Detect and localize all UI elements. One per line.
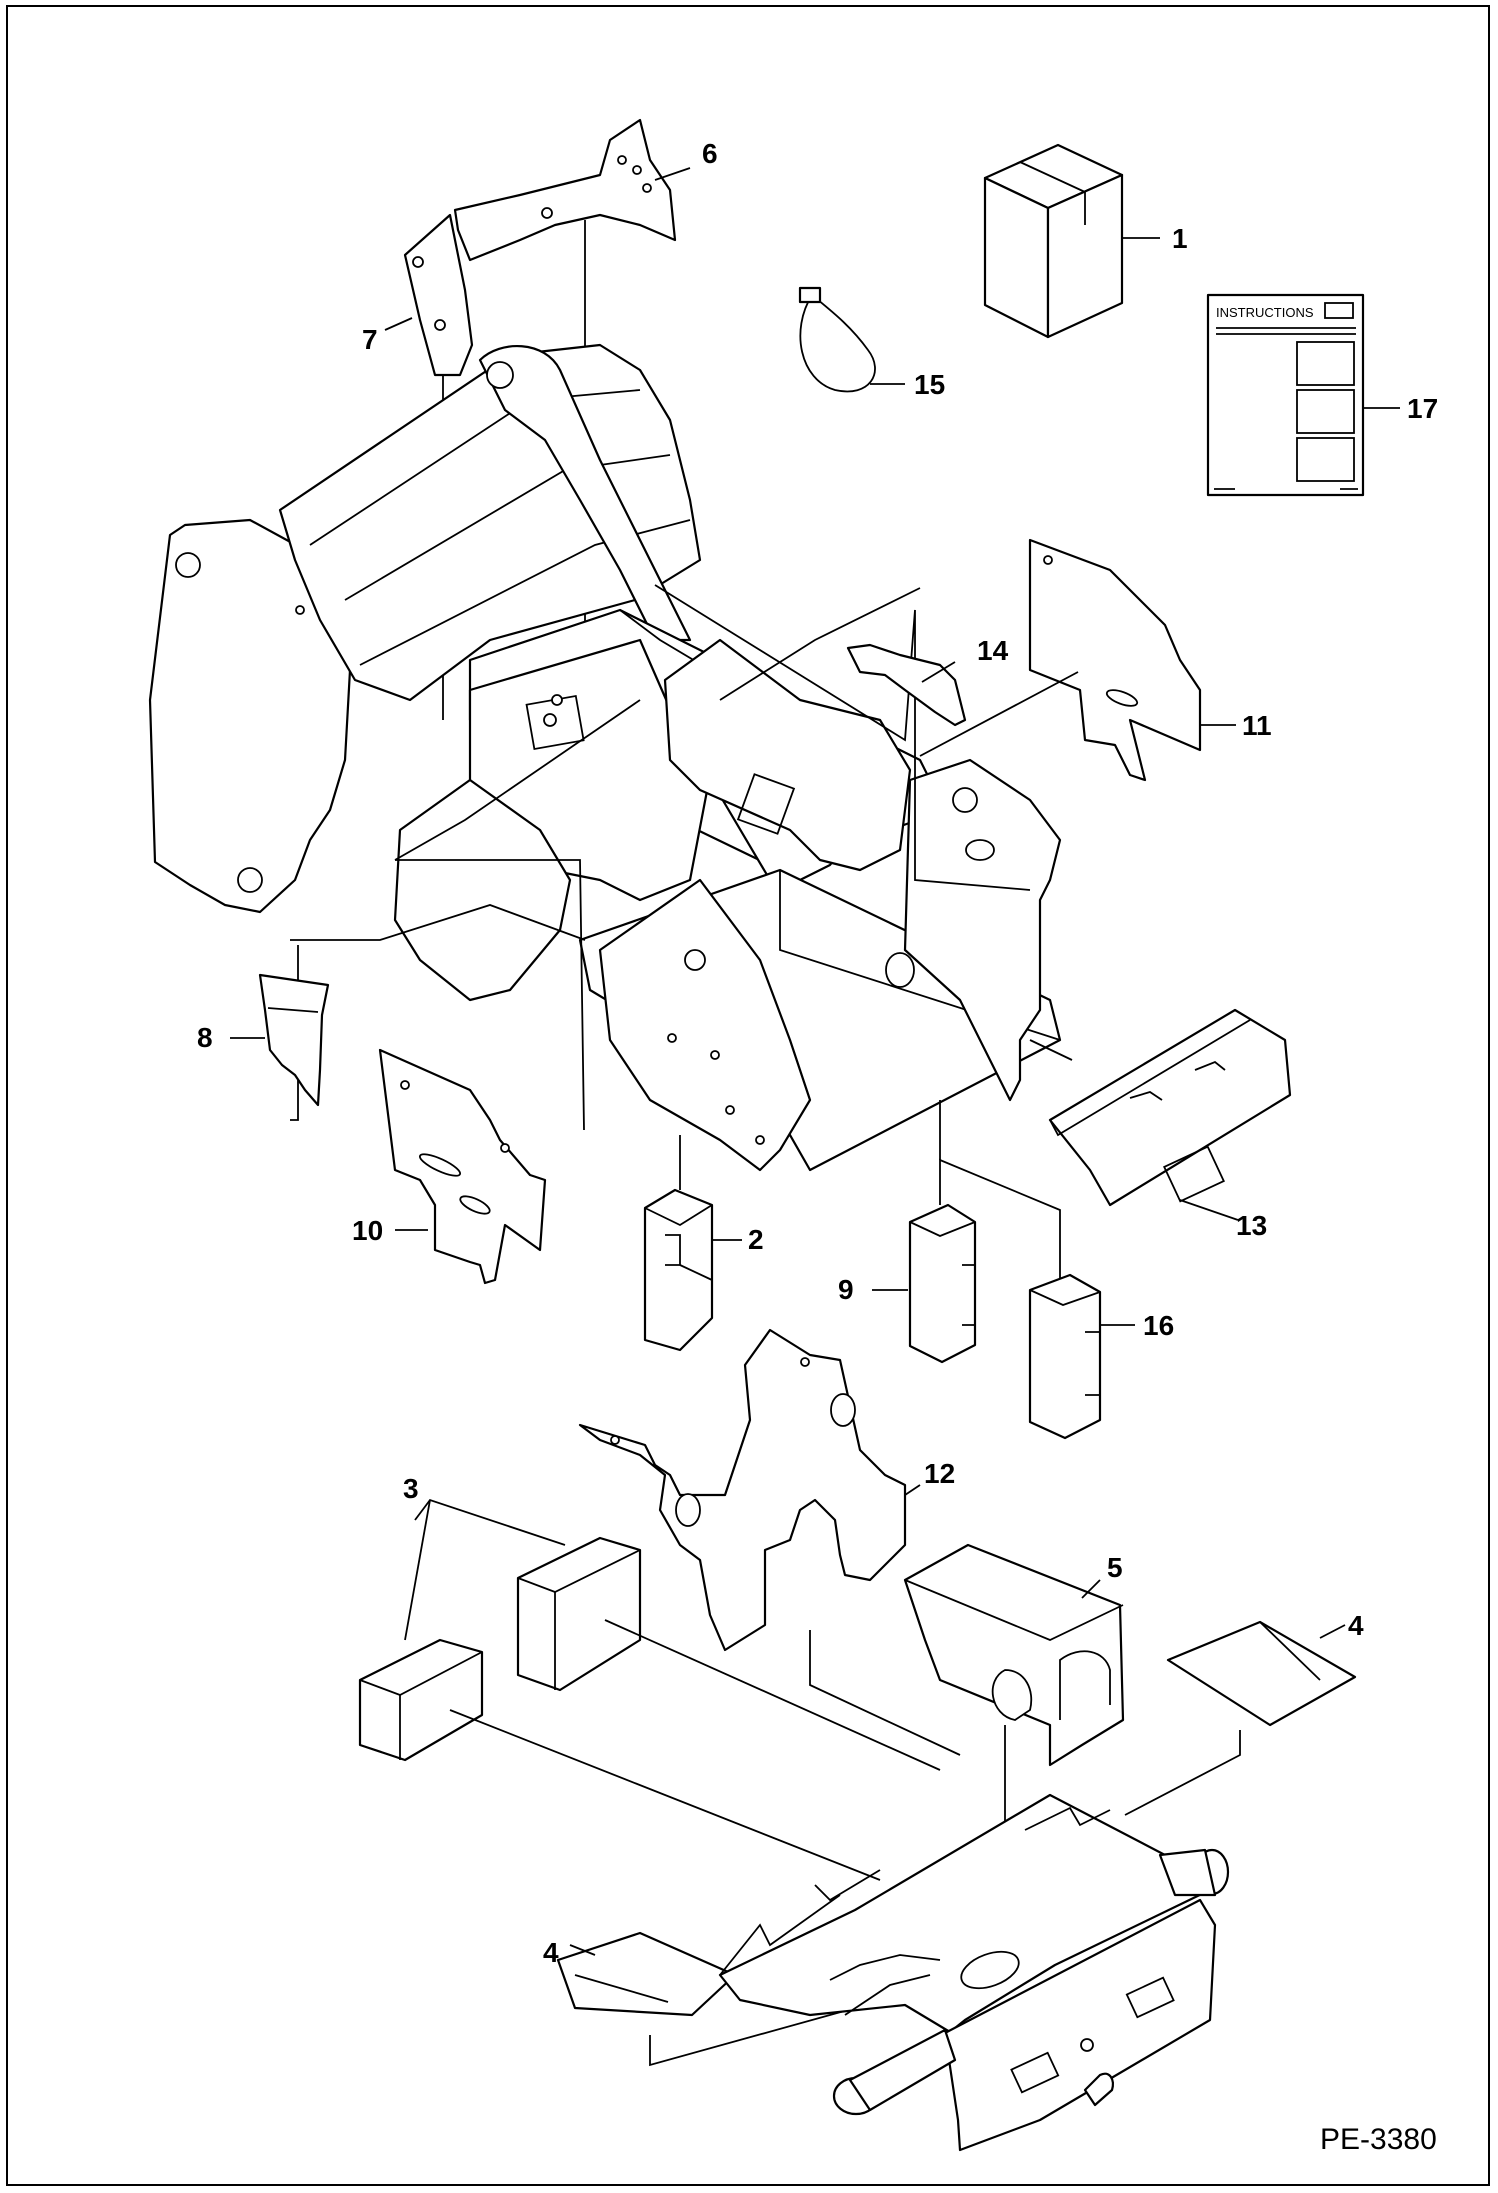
leader-4-left-down [649,1989,921,2067]
callout-15[interactable]: 15 [914,369,945,400]
leader-9-16 [939,1158,1061,1280]
frame-line-b [394,699,641,861]
callout-4-left[interactable]: 4 [543,1937,559,1968]
part-4-plate-right[interactable] [1166,1620,1357,1727]
leader-4-right [1319,1624,1346,1639]
leader-12 [904,1484,921,1496]
part-13-cover[interactable] [1048,1008,1292,1207]
leader-5 [1081,1579,1101,1599]
leader-4-left [569,1944,596,1956]
callout-1[interactable]: 1 [1172,223,1188,254]
frame-line-13 [1029,1039,1073,1061]
callout-4-right[interactable]: 4 [1348,1610,1364,1641]
callout-7[interactable]: 7 [362,324,378,355]
callout-12[interactable]: 12 [924,1458,955,1489]
part-3-block-lower[interactable] [358,1638,484,1762]
callout-6[interactable]: 6 [702,138,718,169]
document-number: PE-3380 [1320,2123,1437,2156]
part-8-gusset[interactable] [258,973,330,1107]
part-4-plate-left[interactable] [556,1931,737,2017]
callout-10[interactable]: 10 [352,1215,383,1246]
frame-line-a [290,904,586,941]
leader-10-up [395,859,585,1131]
leader-7 [384,317,413,331]
callout-14[interactable]: 14 [977,635,1009,666]
part-14-clip[interactable] [846,643,967,727]
instructions-title: INSTRUCTIONS [1216,305,1314,320]
part-6-bracket[interactable] [453,118,677,262]
leader-13 [1179,1199,1239,1221]
leader-3-lower [449,1709,881,1881]
callout-13[interactable]: 13 [1236,1210,1267,1241]
leader-3a [414,1498,566,1546]
part-2-bracket[interactable] [643,1188,714,1352]
part-3-block-upper[interactable] [516,1536,642,1692]
leader-3-upper [604,1619,941,1771]
leader-11-frame [919,671,1079,757]
part-1-box[interactable] [983,143,1124,339]
part-10-panel[interactable] [378,1048,547,1285]
part-11-panel[interactable] [1028,538,1202,782]
leader-3b [404,1499,431,1641]
callout-17[interactable]: 17 [1407,393,1438,424]
callout-9[interactable]: 9 [838,1274,854,1305]
callout-2[interactable]: 2 [748,1224,764,1255]
leader-12-down [809,1630,961,1756]
frame-line-d [719,587,921,701]
part-15-cable-tie[interactable] [798,286,876,393]
part-5-cover[interactable] [903,1543,1125,1767]
crossmember-break-line-b [1024,1806,1111,1831]
part-17-instructions-card[interactable]: INSTRUCTIONS [1206,293,1365,497]
crossmember-break-line-a [719,1894,841,1976]
leader-6 [654,167,691,181]
frame-line-c [654,584,1031,891]
leader-4-right-down [1124,1730,1241,1816]
callout-5[interactable]: 5 [1107,1552,1123,1583]
part-12-bracket[interactable] [578,1328,907,1652]
callout-11[interactable]: 11 [1242,710,1272,741]
part-9-bracket[interactable] [908,1203,977,1364]
callout-3[interactable]: 3 [403,1473,419,1504]
callout-labels: 1 2 3 4 4 5 6 7 8 9 10 11 12 13 14 15 16… [197,138,1438,1968]
leader-14 [921,661,956,683]
callout-8[interactable]: 8 [197,1022,213,1053]
lower-crossmember[interactable] [718,1793,1230,2152]
part-7-bracket[interactable] [403,213,474,377]
callout-16[interactable]: 16 [1143,1310,1174,1341]
part-16-bracket[interactable] [1028,1273,1102,1440]
